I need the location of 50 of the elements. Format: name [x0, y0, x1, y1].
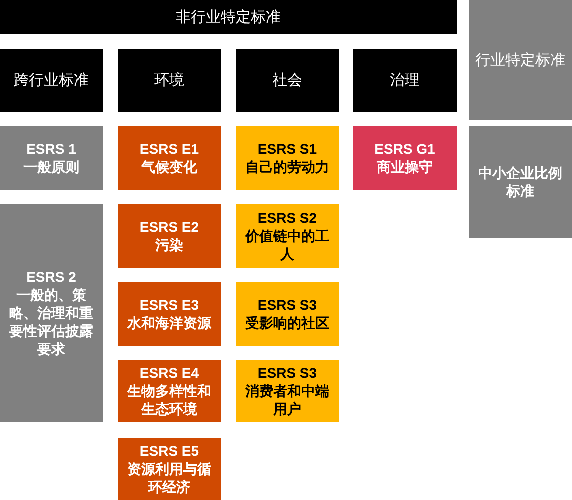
standard-title: 气候变化 — [142, 158, 198, 176]
standard-box — [118, 438, 221, 500]
standard-box — [118, 126, 221, 190]
standard-box — [118, 204, 221, 268]
standard-box — [353, 126, 457, 190]
standard-code: ESRS E1 — [140, 140, 200, 158]
standard-box — [236, 204, 339, 268]
standard-title: 商业操守 — [377, 158, 433, 176]
standard-box — [0, 126, 103, 190]
standard-box — [118, 360, 221, 422]
header-bar — [0, 0, 457, 34]
standard-title: 资源利用与循环经济 — [126, 460, 212, 496]
category-box — [469, 0, 572, 120]
standard-code: ESRS S1 — [258, 140, 318, 158]
standard-title: 生物多样性和生态环境 — [126, 382, 212, 418]
box-heading: 环境 — [154, 71, 184, 90]
standard-title: 自己的劳动力 — [246, 158, 330, 176]
box-heading: 中小企业比例标准 — [478, 164, 564, 200]
standard-code: ESRS S3 — [258, 364, 318, 382]
standard-code: ESRS E3 — [140, 296, 200, 314]
standard-code: ESRS 2 — [26, 268, 76, 286]
standard-code: ESRS E2 — [140, 218, 200, 236]
box-heading: 社会 — [272, 71, 302, 90]
standard-title: 污染 — [156, 236, 184, 254]
standard-box — [118, 282, 221, 346]
standard-title: 价值链中的工人 — [244, 227, 330, 263]
standard-title: 受影响的社区 — [246, 314, 330, 332]
category-box — [118, 49, 221, 112]
box-heading: 治理 — [390, 71, 420, 90]
standard-code: ESRS G1 — [374, 140, 436, 158]
standard-title: 一般原则 — [24, 158, 80, 176]
category-box — [0, 49, 103, 112]
standard-code: ESRS E5 — [140, 442, 200, 460]
box-heading: 非行业特定标准 — [176, 8, 281, 26]
standard-code: ESRS S2 — [258, 209, 318, 227]
box-heading: 行业特定标准 — [476, 50, 566, 70]
standard-code: ESRS S3 — [258, 296, 318, 314]
standard-title: 消费者和中端用户 — [244, 382, 330, 418]
standard-box — [469, 126, 572, 238]
standard-box — [236, 360, 339, 422]
category-box — [236, 49, 339, 112]
box-heading: 跨行业标准 — [14, 71, 89, 90]
standard-code: ESRS 1 — [26, 140, 76, 158]
standard-box — [0, 204, 103, 422]
standard-box — [236, 282, 339, 346]
standard-code: ESRS E4 — [140, 364, 200, 382]
standard-title: 水和海洋资源 — [128, 314, 212, 332]
standard-box — [236, 126, 339, 190]
standard-title: 一般的、策略、治理和重要性评估披露要求 — [8, 286, 94, 358]
category-box — [353, 49, 457, 112]
